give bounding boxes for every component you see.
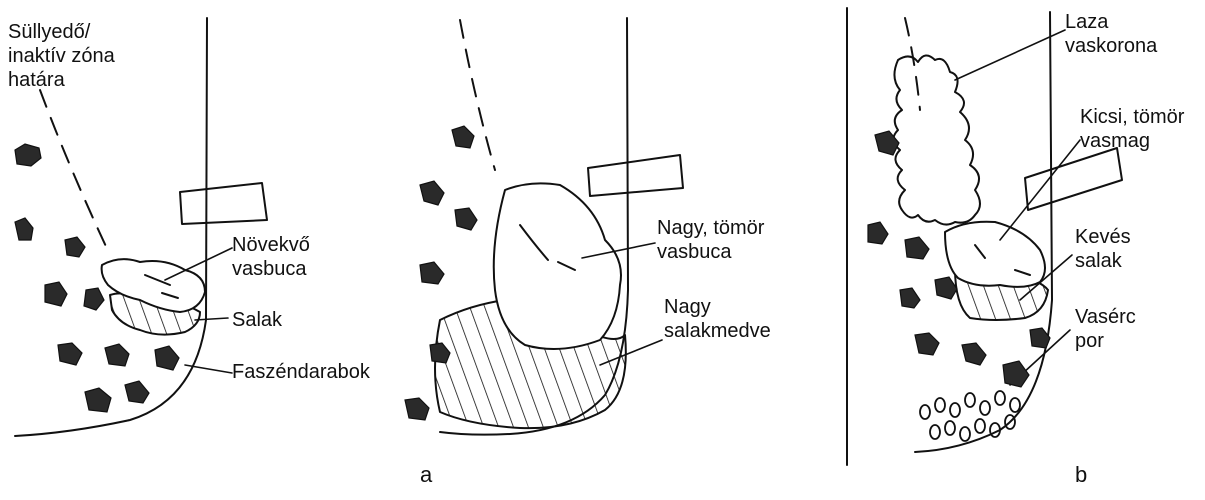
label-small-dense-core: Kicsi, tömör vasmag <box>1080 105 1184 153</box>
label-ore-dust: Vasérc por <box>1075 305 1136 353</box>
leader-laza <box>955 30 1065 80</box>
label-inactive-zone-boundary: Süllyedő/ inaktív zóna határa <box>8 20 115 92</box>
label-large-dense-bloom: Nagy, tömör vasbuca <box>657 216 764 264</box>
leader-kicsi <box>1000 140 1080 240</box>
label-loose-iron-crown: Laza vaskorona <box>1065 10 1157 58</box>
inactive-zone-boundary-3 <box>905 18 920 110</box>
loose-iron-crown <box>893 55 980 224</box>
large-bloom <box>494 183 621 349</box>
label-growing-bloom: Növekvő vasbuca <box>232 233 310 281</box>
small-dense-core <box>945 222 1045 287</box>
ore-dust <box>920 391 1020 441</box>
tuyere-1 <box>180 183 267 224</box>
tuyere-2 <box>588 155 683 196</box>
caption-a: a <box>420 462 432 488</box>
label-slag: Salak <box>232 308 282 332</box>
inactive-zone-boundary-1 <box>40 90 110 255</box>
caption-b: b <box>1075 462 1087 488</box>
label-charcoal: Faszéndarabok <box>232 360 370 384</box>
label-little-slag: Kevés salak <box>1075 225 1131 273</box>
tuyere-3 <box>1025 148 1122 210</box>
label-large-slag-pool: Nagy salakmedve <box>664 295 771 343</box>
